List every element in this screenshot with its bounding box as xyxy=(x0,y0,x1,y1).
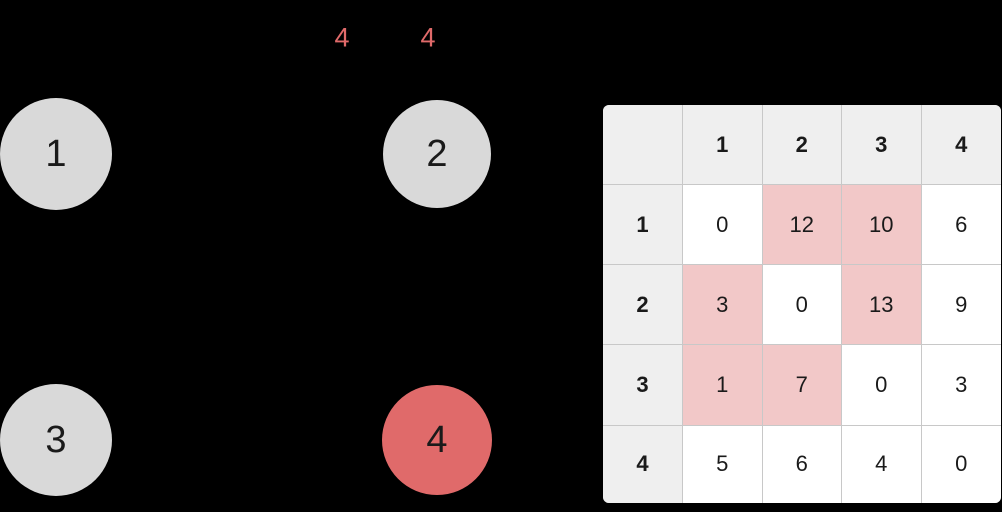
matrix-row-header-4: 4 xyxy=(603,425,683,503)
matrix-cell-3-1[interactable]: 1 xyxy=(683,345,763,426)
matrix-cell-4-3[interactable]: 4 xyxy=(842,425,922,503)
graph-node-4[interactable]: 4 xyxy=(382,385,492,495)
matrix-cell-1-1[interactable]: 0 xyxy=(683,185,763,266)
matrix-cell-3-3[interactable]: 0 xyxy=(842,345,922,426)
matrix-cell-3-2[interactable]: 7 xyxy=(762,345,842,426)
matrix-row-header-1: 1 xyxy=(603,185,683,266)
graph-node-2[interactable]: 2 xyxy=(383,100,491,208)
graph-panel: 1 2 3 4 4 4 xyxy=(0,22,492,496)
matrix-cell-1-3[interactable]: 10 xyxy=(842,185,922,266)
matrix-cell-3-4[interactable]: 3 xyxy=(921,345,1001,426)
graph-node-label: 3 xyxy=(45,419,67,461)
graph-node-label: 2 xyxy=(426,133,448,175)
matrix-cell-4-2[interactable]: 6 xyxy=(762,425,842,503)
matrix-column-header-1: 1 xyxy=(683,105,763,186)
matrix-cell-1-2[interactable]: 12 xyxy=(762,185,842,266)
matrix-cell-2-2[interactable]: 0 xyxy=(762,265,842,346)
matrix-row-header-3: 3 xyxy=(603,345,683,426)
matrix-cell-1-4[interactable]: 6 xyxy=(921,185,1001,266)
graph-node-label: 1 xyxy=(45,133,67,175)
matrix-column-header-2: 2 xyxy=(762,105,842,186)
matrix-cell-4-4[interactable]: 0 xyxy=(921,425,1001,503)
matrix-cell-2-4[interactable]: 9 xyxy=(921,265,1001,346)
edge-weight-label-1: 4 xyxy=(334,22,350,53)
matrix-cell-2-1[interactable]: 3 xyxy=(683,265,763,346)
graph-node-3[interactable]: 3 xyxy=(0,384,112,496)
matrix-column-header-4: 4 xyxy=(921,105,1001,186)
matrix-column-header-3: 3 xyxy=(842,105,922,186)
edge-weight-label-2: 4 xyxy=(420,22,436,53)
matrix-corner-cell xyxy=(603,105,683,186)
matrix-row-header-2: 2 xyxy=(603,265,683,346)
matrix-cell-4-1[interactable]: 5 xyxy=(683,425,763,503)
graph-node-1[interactable]: 1 xyxy=(0,98,112,210)
graph-node-label: 4 xyxy=(426,419,448,461)
matrix-cell-2-3[interactable]: 13 xyxy=(842,265,922,346)
